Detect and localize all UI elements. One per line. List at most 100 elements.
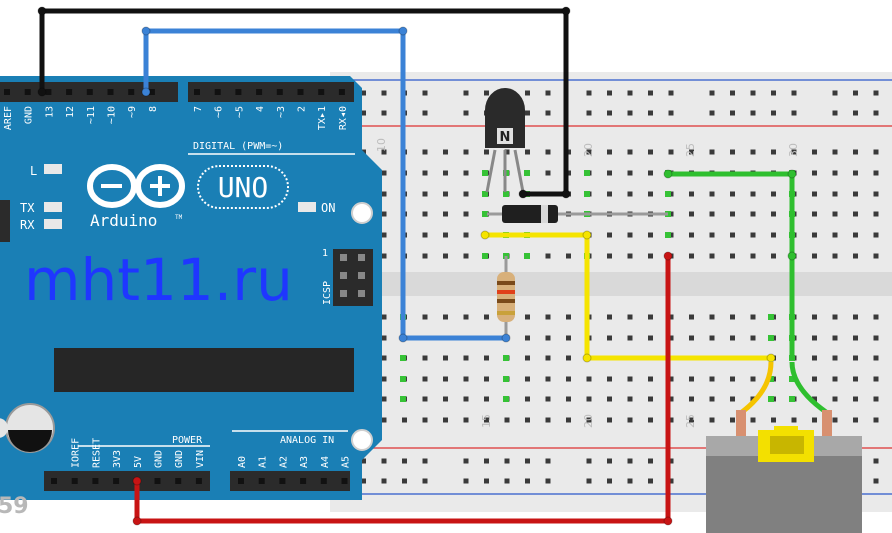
terminal-hole [812,191,817,197]
motor-cap-inner [770,436,804,454]
terminal-hole [853,232,858,238]
digital-pin-hole [256,89,263,95]
rail-hole [853,90,858,96]
wire-red [134,256,671,524]
terminal-hole [648,149,653,155]
rail-hole [750,90,756,96]
terminal-hole [668,376,674,382]
terminal-hole [627,191,633,197]
digital-pin-hole [318,89,325,95]
analog-pin-label: A2 [278,456,289,468]
rail-hole [873,458,879,464]
rail-hole [627,458,633,464]
terminal-hole [750,314,756,320]
terminal-hole [648,417,653,423]
terminal-hole [668,396,674,402]
rail-hole [873,478,879,484]
terminal-hole [627,232,633,238]
digital-pin-hole [276,89,283,95]
transistor-label: N [500,130,511,145]
terminal-hole [730,232,735,238]
rail-hole [709,110,715,116]
terminal-hole [853,211,858,217]
terminal-hole [648,170,653,176]
terminal-hole [627,396,633,402]
arduino-pcb [0,76,382,500]
rail-hole [648,478,653,484]
terminal-hole [771,191,776,197]
power-pin-label: 3V3 [112,450,123,468]
terminal-hole [689,314,694,320]
motor-shaft-mount [774,426,798,436]
terminal-hole [873,253,879,259]
digital-pin-label: RX◂0 [338,106,349,130]
rail-hole [504,458,510,464]
rail-hole [709,90,715,96]
rail-hole [627,110,633,116]
terminal-hole [607,376,612,382]
digital-pin-hole [128,89,135,95]
rail-hole [463,478,469,484]
rail-hole [361,90,366,96]
terminal-hole [832,191,838,197]
motor-lead-green [789,361,828,415]
terminal-hole [525,396,530,402]
terminal-hole [812,211,817,217]
arduino-brand-text: Arduino [90,211,157,230]
rail-hole [627,90,633,96]
terminal-hole [730,314,735,320]
connected-hole [482,211,488,217]
rail-hole [361,110,366,116]
terminal-hole [422,191,428,197]
uno-text: UNO [218,171,269,204]
npn-transistor: N [485,88,525,193]
terminal-hole [463,417,469,423]
terminal-hole [812,149,817,155]
terminal-hole [853,191,858,197]
connected-hole [400,376,406,382]
terminal-hole [381,232,387,238]
terminal-hole [607,253,612,259]
terminal-hole [484,314,489,320]
dc-motor [706,361,862,533]
digital-pin-hole [214,89,221,95]
power-pin-hole [175,478,182,484]
terminal-hole [422,314,428,320]
terminal-hole [463,232,469,238]
terminal-hole [381,191,387,197]
terminal-hole [422,170,428,176]
mounting-hole-top [351,202,373,224]
terminal-hole [668,314,674,320]
motor-lead-yellow [740,361,774,414]
terminal-hole [730,417,735,423]
icsp-pin-hole [358,272,365,279]
terminal-hole [709,314,715,320]
digital-pin-hole [24,89,31,95]
analog-pin-hole [258,478,265,484]
terminal-hole [566,355,571,361]
terminal-hole [750,232,756,238]
rail-hole [668,110,674,116]
motor-terminal-left [736,410,746,436]
rail-hole [586,90,592,96]
wire-end [37,6,47,16]
terminal-hole [422,232,428,238]
digital-pin-label: GND [24,106,35,124]
rail-hole [668,458,674,464]
terminal-hole [566,335,571,341]
icsp-label: ICSP [322,281,333,305]
rail-hole [525,110,530,116]
digital-pin-hole [45,89,52,95]
terminal-hole [689,232,694,238]
analog-pin-label: A0 [237,456,248,468]
terminal-hole [504,417,510,423]
power-pin-hole [71,478,78,484]
terminal-hole [627,376,633,382]
wire-end [582,230,592,240]
connected-hole [524,170,530,176]
digital-pin-hole [86,89,93,95]
icsp-header [333,249,373,306]
wire-end [561,189,571,199]
wire-end [663,516,673,526]
terminal-hole [381,211,387,217]
